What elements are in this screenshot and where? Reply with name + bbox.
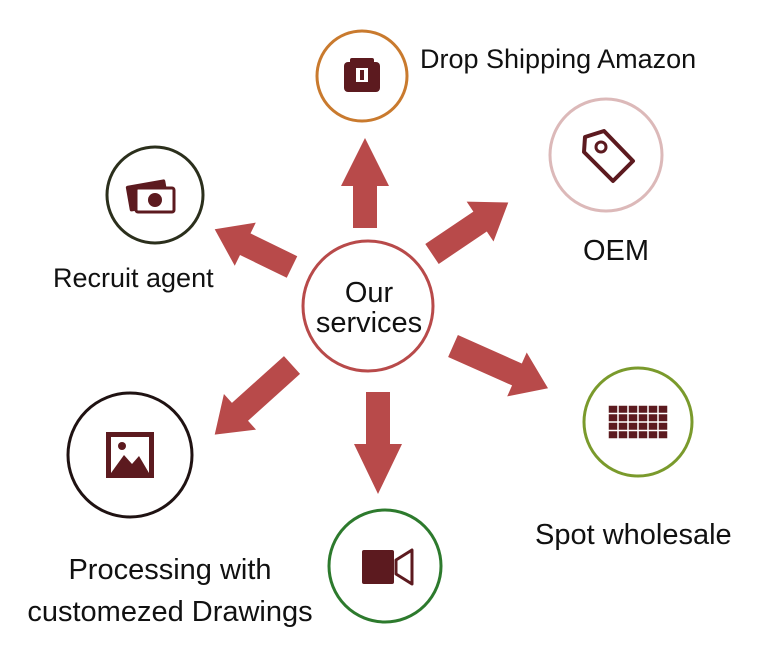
- grid-cell: [648, 431, 658, 439]
- grid-cell: [628, 422, 638, 430]
- arrow-down-left: [214, 356, 301, 435]
- grid-cell: [628, 431, 638, 439]
- spot-wholesale-label: Spot wholesale: [535, 519, 732, 551]
- grid-cell: [608, 414, 618, 422]
- center-title: Our services: [300, 278, 438, 338]
- center-title-line1: Our: [344, 277, 394, 309]
- processing-label-line2: customezed Drawings: [27, 596, 313, 628]
- grid-cell: [618, 422, 628, 430]
- grid-icon: [608, 405, 668, 439]
- grid-cell: [608, 405, 618, 413]
- grid-cell: [638, 422, 648, 430]
- drop-shipping-label: Drop Shipping Amazon: [420, 44, 697, 74]
- grid-cell: [618, 431, 628, 439]
- package-icon: [344, 58, 380, 92]
- grid-cell: [618, 405, 628, 413]
- grid-cell: [648, 422, 658, 430]
- processing-label-line1: Processing with: [68, 554, 272, 586]
- grid-cell: [628, 405, 638, 413]
- grid-cell: [608, 422, 618, 430]
- arrow-up-right: [425, 201, 509, 264]
- oem-ring[interactable]: [548, 97, 664, 213]
- grid-cell: [638, 405, 648, 413]
- center-title-line2: services: [315, 307, 423, 339]
- oem-label: OEM: [583, 235, 650, 267]
- grid-cell: [658, 431, 668, 439]
- center-ring: [301, 239, 435, 373]
- video-camera-icon: [362, 548, 414, 586]
- processing-label: Processing with customezed Drawings: [0, 549, 340, 633]
- tag-icon: [582, 129, 635, 183]
- grid-cell: [608, 431, 618, 439]
- grid-cell: [658, 422, 668, 430]
- money-icon: [125, 179, 176, 214]
- grid-cell: [638, 431, 648, 439]
- grid-cell: [658, 414, 668, 422]
- grid-cell: [658, 405, 668, 413]
- image-icon: [106, 432, 154, 478]
- arrow-down: [354, 392, 402, 494]
- grid-cell: [648, 405, 658, 413]
- arrow-up: [341, 138, 389, 228]
- grid-cell: [638, 414, 648, 422]
- grid-cell: [628, 414, 638, 422]
- grid-cell: [618, 414, 628, 422]
- spot-wholesale-ring[interactable]: [582, 366, 694, 478]
- arrow-left: [214, 222, 298, 278]
- arrow-right-down: [448, 335, 549, 397]
- grid-cell: [648, 414, 658, 422]
- recruit-agent-label: Recruit agent: [53, 263, 214, 293]
